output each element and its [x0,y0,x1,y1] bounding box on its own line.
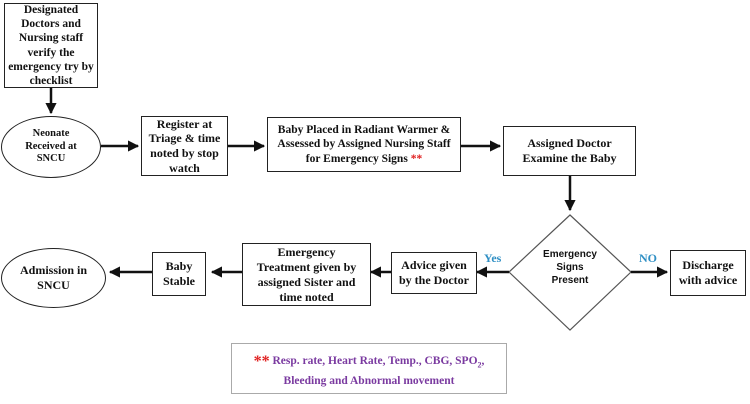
neonate-received-node: Neonate Received at SNCU [1,116,101,178]
discharge-box: Discharge with advice [670,250,746,296]
advice-box: Advice given by the Doctor [391,252,477,294]
discharge-text: Discharge with advice [678,258,738,287]
treatment-text: Emergency Treatment given by assigned Si… [256,244,357,304]
register-triage-text: Register at Triage & time noted by stop … [148,116,221,175]
emergency-signs-note: ** Resp. rate, Heart Rate, Temp., CBG, S… [231,343,507,394]
treatment-box: Emergency Treatment given by assigned Si… [242,243,371,306]
doctor-examine-box: Assigned Doctor Examine the Baby [503,126,636,176]
admission-text: Admission in SNCU [19,263,88,292]
radiant-warmer-text: Baby Placed in Radiant Warmer & Assessed… [277,124,451,165]
doctor-examine-text: Assigned Doctor Examine the Baby [522,136,617,165]
verify-checklist-box: Designated Doctors and Nursing staff ver… [4,3,98,88]
advice-text: Advice given by the Doctor [399,258,469,287]
yes-label: Yes [484,251,502,265]
register-triage-box: Register at Triage & time noted by stop … [141,116,228,176]
radiant-warmer-box: Baby Placed in Radiant Warmer & Assessed… [267,117,461,172]
note-asterisk-mark: ** [253,353,270,370]
warmer-asterisk-mark: ** [410,152,423,165]
note-line1-end: , [481,355,485,367]
admission-node: Admission in SNCU [1,248,106,308]
no-label: NO [639,251,657,265]
decision-diamond [508,214,632,331]
baby-stable-box: Baby Stable [152,252,206,296]
decision-text: Emergency Signs Present [543,249,597,286]
verify-checklist-text: Designated Doctors and Nursing staff ver… [8,4,94,87]
note-line2: Bleeding and Abnormal movement [283,375,455,388]
neonate-received-text: Neonate Received at SNCU [25,127,77,165]
note-line1: Resp. rate, Heart Rate, Temp., CBG, SPO [272,355,478,367]
baby-stable-text: Baby Stable [162,259,195,288]
note-line1-subscript: 2 [477,360,482,370]
